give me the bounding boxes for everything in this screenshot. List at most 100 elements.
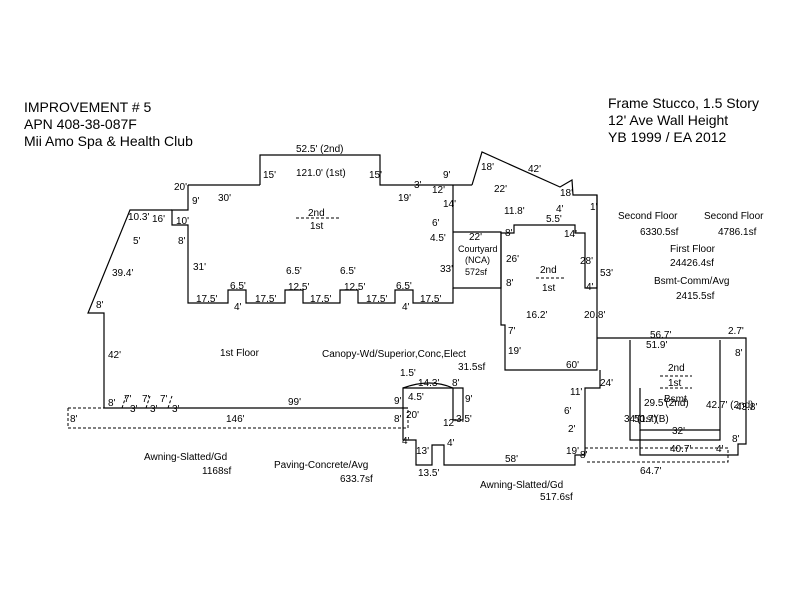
dim-label: 4' [556, 204, 564, 215]
dim-label: 31' [193, 262, 206, 273]
dim-label: 18' [560, 188, 573, 199]
improvement-number: IMPROVEMENT # 5 [24, 99, 152, 115]
dim-label: 32' [672, 426, 685, 437]
level-label-bsmt-1st: 1st [668, 378, 682, 389]
canopy-area: 31.5sf [458, 362, 485, 373]
east-wing-outline [500, 195, 747, 456]
dim-label: 6.5' [286, 266, 302, 277]
dim-label: 17.5' [420, 294, 441, 305]
dim-label: 10' [176, 216, 189, 227]
dim-label: 4.5' [408, 392, 424, 403]
dim-label: 6.5' [396, 281, 412, 292]
dim-label: 11' [570, 387, 582, 398]
dim-label: 51.9' [646, 340, 667, 351]
dim-label: 16' [152, 214, 165, 225]
bsmt-area: 2415.5sf [676, 291, 715, 302]
first-floor-plan-label: 1st Floor [220, 348, 260, 359]
dim-label: 50.7'(B) [634, 414, 669, 425]
dim-label: 34'(1st) [624, 414, 657, 425]
dim-label: 14.3' [418, 378, 439, 389]
apn-number: APN 408-38-087F [24, 116, 137, 132]
main-building-outline [259, 151, 598, 289]
dim-label: 6' [432, 218, 440, 229]
dim-label: 8' [505, 228, 513, 239]
dim-label: 29.5'(2nd) [644, 398, 689, 409]
dim-label: 12' [443, 418, 456, 429]
dim-label: 8' [394, 414, 402, 425]
second-floor-b-label: Second Floor [704, 211, 764, 222]
dim-label: 8' [506, 278, 514, 289]
second-floor-b-area: 4786.1sf [718, 227, 757, 238]
header-right: Frame Stucco, 1.5 Story 12' Ave Wall Hei… [608, 95, 759, 146]
dim-label: 18' [481, 162, 494, 173]
dim-label: 8' [96, 300, 104, 311]
dim-label: 58' [505, 454, 518, 465]
construction-type: Frame Stucco, 1.5 Story [608, 95, 759, 111]
dim-label: 20.8' [584, 310, 605, 321]
level-label-bsmt: Bsmt [664, 394, 687, 405]
dim-label: 13.5' [418, 468, 439, 479]
dim-label: 4' [402, 302, 410, 313]
dim-label: 8' [732, 434, 740, 445]
dim-label: 9' [192, 196, 200, 207]
dim-label: 121.0' (1st) [296, 168, 346, 179]
awning-right-label: Awning-Slatted/Gd [480, 480, 563, 491]
dim-label: 9' [465, 394, 473, 405]
level-label-1st: 1st [310, 221, 324, 232]
dim-label: 42' [108, 350, 121, 361]
dim-label: 17.5' [196, 294, 217, 305]
dim-label: 17.5' [366, 294, 387, 305]
paving-label: Paving-Concrete/Avg [274, 460, 368, 471]
dim-label: 1' [590, 202, 598, 213]
dim-label: 14' [443, 199, 456, 210]
dim-label: 9' [443, 170, 451, 181]
dim-label: 4' [447, 438, 455, 449]
courtyard-nca: (NCA) [465, 255, 490, 265]
dim-label: 8' [178, 236, 186, 247]
spa-wing-outline [402, 370, 601, 466]
dim-label: 3' [172, 404, 180, 415]
west-wing-outline [87, 209, 408, 409]
dim-label: 19' [508, 346, 521, 357]
dim-label: 3' [150, 404, 158, 415]
courtyard-area: 572sf [465, 267, 488, 277]
dim-label: 3.5' [456, 414, 472, 425]
dim-label: 7' [124, 394, 132, 405]
level-label-bsmt-2nd: 2nd [668, 363, 685, 374]
dim-label: 19' [398, 193, 411, 204]
bsmt-label: Bsmt-Comm/Avg [654, 276, 729, 287]
level-label-1st-right: 1st [542, 283, 556, 294]
wall-height: 12' Ave Wall Height [608, 112, 729, 128]
dim-label: 43.8' [736, 402, 757, 413]
dim-label: 2.7' [728, 326, 744, 337]
dim-label: 6.5' [340, 266, 356, 277]
dim-label: 5' [133, 236, 141, 247]
dim-label: 4' [402, 436, 410, 447]
canopy-outline [402, 382, 454, 389]
dim-label: 22' [494, 184, 507, 195]
awning-left-label: Awning-Slatted/Gd [144, 452, 227, 463]
dim-label: 14' [564, 229, 577, 240]
dim-label: 30' [218, 193, 231, 204]
dim-label: 7' [142, 394, 150, 405]
dim-label: 17.5' [255, 294, 276, 305]
dim-label: 4' [716, 444, 724, 455]
level-label-2nd-right: 2nd [540, 265, 557, 276]
paving-area: 633.7sf [340, 474, 373, 485]
dim-label: 7' [508, 326, 516, 337]
stair-markers [121, 395, 173, 409]
dim-label: 12' [432, 185, 445, 196]
courtyard-outline [453, 231, 502, 288]
dim-label: 6' [564, 406, 572, 417]
dim-label: 12.5' [288, 282, 309, 293]
dim-label: 8' [70, 414, 78, 425]
dim-label: 8' [452, 378, 460, 389]
dim-label: 4' [586, 282, 594, 293]
awning-right-area: 517.6sf [540, 492, 573, 503]
dim-label: 4' [234, 302, 242, 313]
dim-label: 60' [566, 360, 579, 371]
dim-label: 22' [469, 232, 482, 243]
property-name: Mii Amo Spa & Health Club [24, 133, 193, 149]
dim-label: 11.8' [504, 206, 525, 217]
